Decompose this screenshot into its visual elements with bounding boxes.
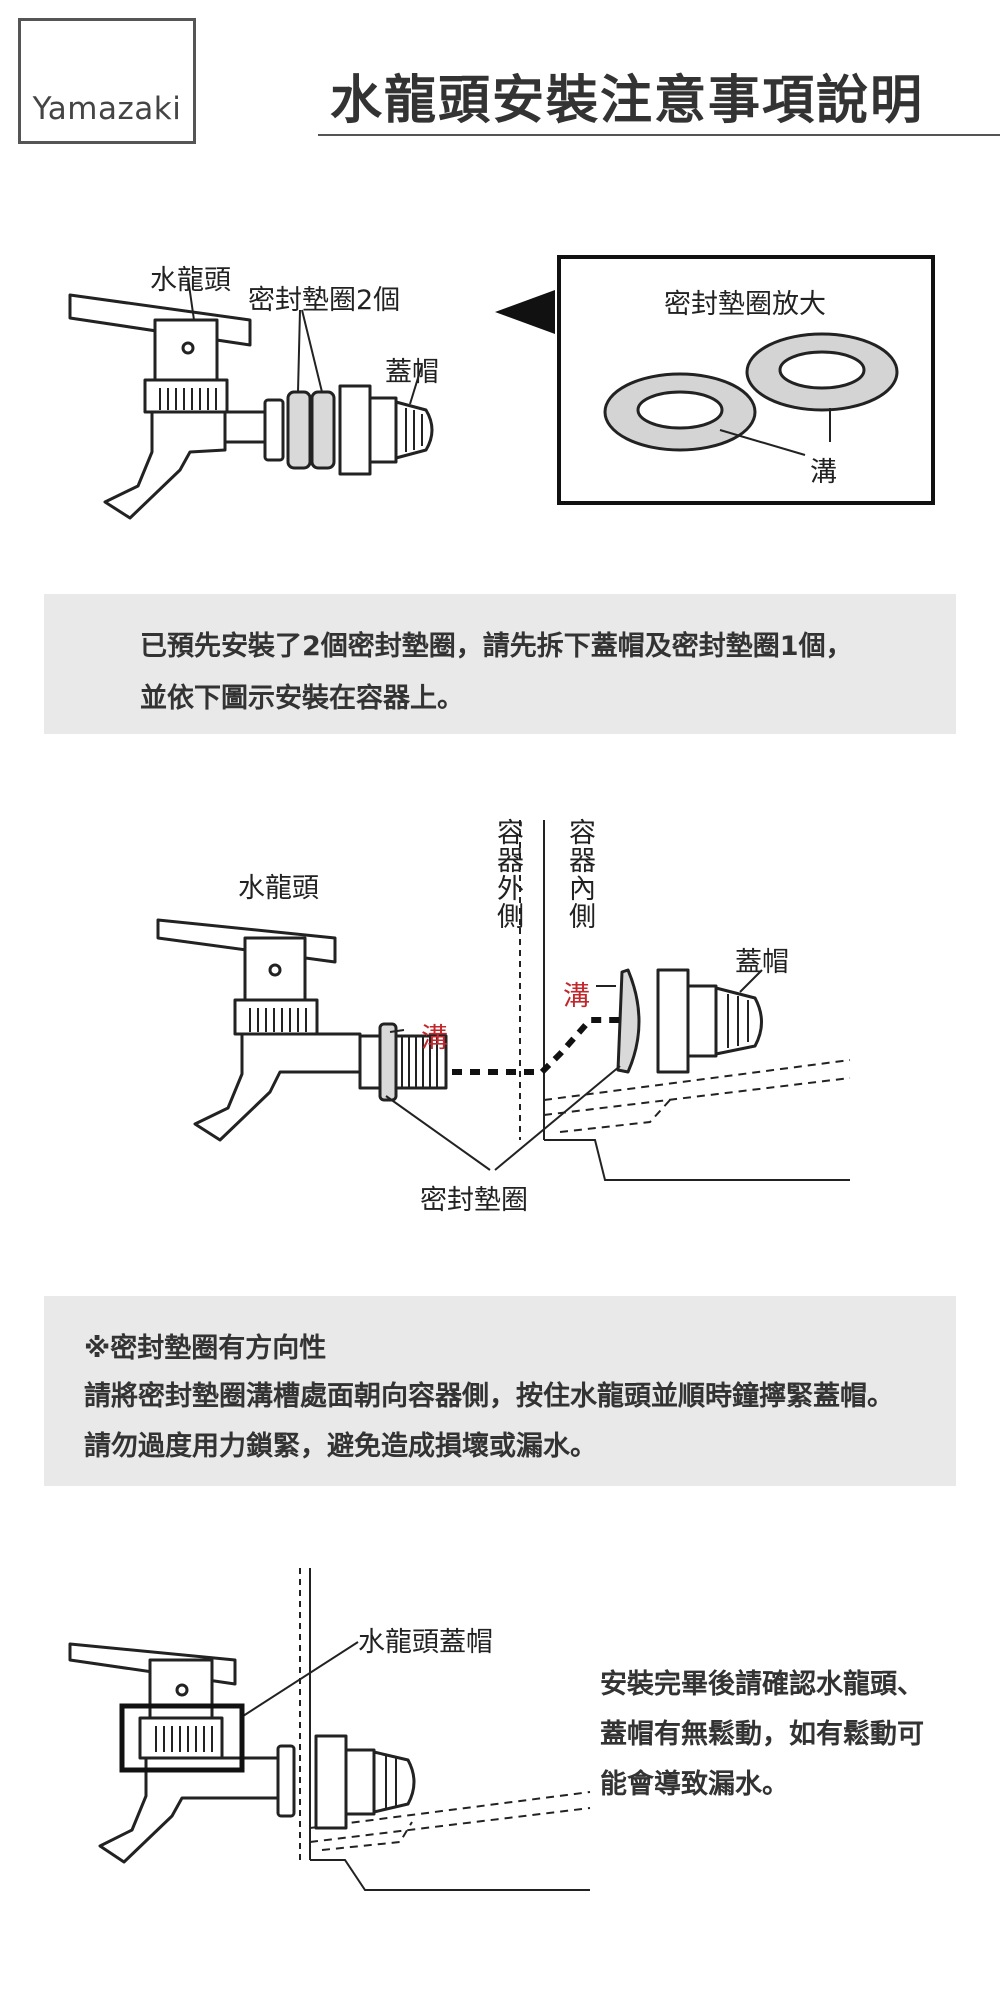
groove-label: 溝 [810,457,837,488]
gasket-zoom-box [557,255,935,505]
note1-line2: 並依下圖示安裝在容器上。 [140,683,464,714]
final-check-line2: 蓋帽有無鬆動，如有鬆動可 [600,1719,924,1750]
callout-pointer [495,290,555,334]
faucet-exploded-diagram [68,277,434,520]
gasket-rings-illustration [603,332,899,456]
faucet-nut [143,378,229,414]
faucet-spout [103,410,227,520]
logo-text: Yamazaki [32,91,182,127]
faucet-label-2: 水龍頭 [238,873,319,904]
container-install-diagram [156,820,851,1181]
gasket-1 [286,390,312,470]
instruction-panel-2 [44,1296,956,1486]
gasket-label: 密封墊圈2個 [248,285,401,316]
cap-label-2: 蓋帽 [735,947,789,978]
note1-line1: 已預先安裝了2個密封墊圈，請先拆下蓋帽及密封墊圈1個， [140,631,853,662]
cap-highlight-box [119,1703,245,1773]
faucet-cap-label: 水龍頭蓋帽 [358,1627,493,1658]
note2-line2: 請勿過度用力鎖緊，避免造成損壞或漏水。 [84,1431,597,1462]
groove-outer-label: 溝 [421,1023,448,1054]
title-divider [318,134,1000,136]
note2-line1: 請將密封墊圈溝槽處面朝向容器側，按住水龍頭並順時鐘擰緊蓋帽。 [84,1381,894,1412]
installed-faucet-diagram [68,1568,591,1891]
gasket-label-2: 密封墊圈 [420,1185,528,1216]
faucet-label: 水龍頭 [150,265,231,296]
groove-inner-label: 溝 [563,981,590,1012]
cap-label: 蓋帽 [385,357,439,388]
logo: Yamazaki [18,18,196,144]
container-inside-label: 容器內側 [564,818,595,930]
page-title: 水龍頭安裝注意事項說明 [330,71,925,131]
warning-text: ※密封墊圈有方向性 [84,1333,327,1364]
final-check-line3: 能會導致漏水。 [600,1769,789,1800]
container-outside-label: 容器外側 [492,818,523,930]
gasket-2 [310,390,336,470]
final-check-line1: 安裝完畢後請確認水龍頭、 [600,1669,924,1700]
instruction-panel-1 [44,594,956,734]
zoom-title: 密封墊圈放大 [664,289,826,320]
